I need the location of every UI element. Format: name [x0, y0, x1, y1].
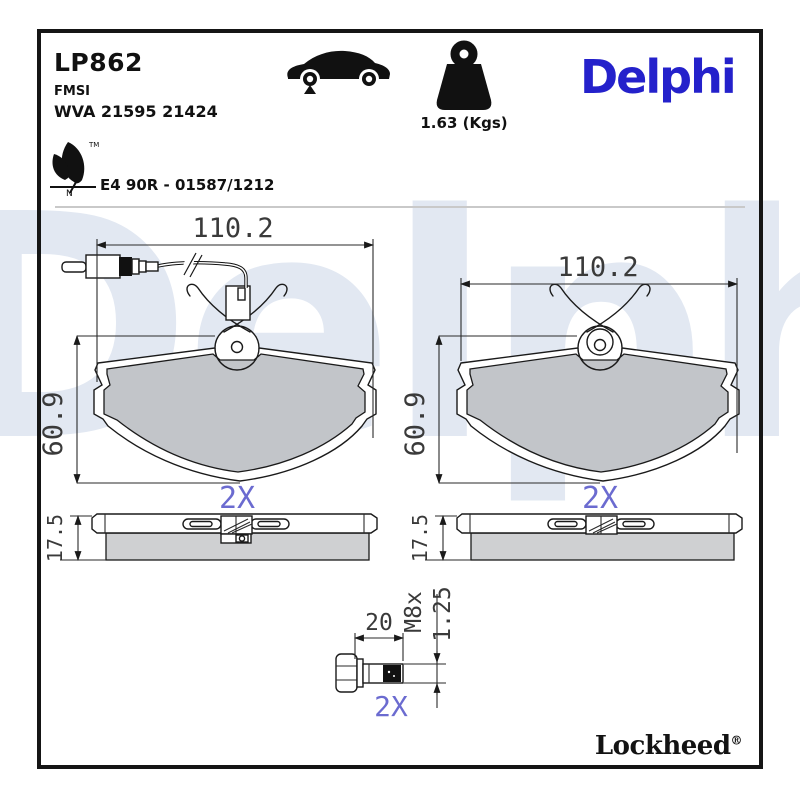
pad-left-width-dim: 110.2 [192, 213, 273, 244]
pad-right-height-dim: 60.9 [400, 391, 431, 456]
wear-sensor-tab [225, 285, 251, 321]
bolt-thread-dim-part2: 1.25 [430, 586, 456, 641]
pad-left-height-dim: 60.9 [38, 391, 69, 456]
fmsi-label: FMSI [54, 84, 91, 99]
page-border-frame [37, 29, 763, 769]
part-number: LP862 [54, 48, 143, 77]
bolt-thread-dim-part1: M8x [401, 591, 427, 633]
sensor-connector-pin [61, 261, 87, 273]
weight-icon [436, 40, 492, 110]
approval-code: E4 90R - 01587/1212 [100, 176, 275, 194]
pad-side-left-drawing: 17.5 [43, 513, 378, 562]
wear-sensor-wire [61, 251, 248, 288]
pad-side-left-thickness-dim: 17.5 [43, 514, 67, 562]
pad-right-width-dim: 110.2 [557, 252, 638, 283]
car-front-axle-icon [287, 50, 390, 94]
bolt-thread-patch [383, 665, 401, 682]
eco-leaf-icon: TM N [50, 141, 99, 196]
wva-numbers: WVA 21595 21424 [54, 102, 218, 121]
eco-letter: N [66, 189, 73, 196]
sensor-connector-body [85, 254, 121, 279]
bolt-drawing: 20 M8x 1.25 2X [335, 586, 456, 723]
pad-right-quantity: 2X [582, 481, 618, 516]
pad-side-right-thickness-dim: 17.5 [408, 514, 432, 562]
front-axle-arrow-icon [304, 85, 316, 94]
pad-left-quantity: 2X [219, 481, 255, 516]
brand-logo: Delphi [580, 50, 737, 104]
bolt-quantity: 2X [374, 690, 408, 723]
sub-brand-text: Lockheed [594, 731, 731, 761]
sub-brand-logo: Lockheed® [520, 731, 743, 761]
bolt-length-dim: 20 [365, 610, 393, 636]
eco-trademark: TM [88, 141, 99, 149]
bolt-hex-head [335, 653, 358, 693]
pad-side-right-drawing: 17.5 [408, 513, 743, 562]
weight-value: 1.63 (Kgs) [420, 114, 508, 132]
registered-mark: ® [730, 733, 743, 748]
header-divider [55, 206, 745, 208]
pad-front-right-drawing: 110.2 60.9 2X [400, 252, 740, 516]
pad-front-left-drawing: 110.2 60.9 2X [38, 213, 377, 516]
